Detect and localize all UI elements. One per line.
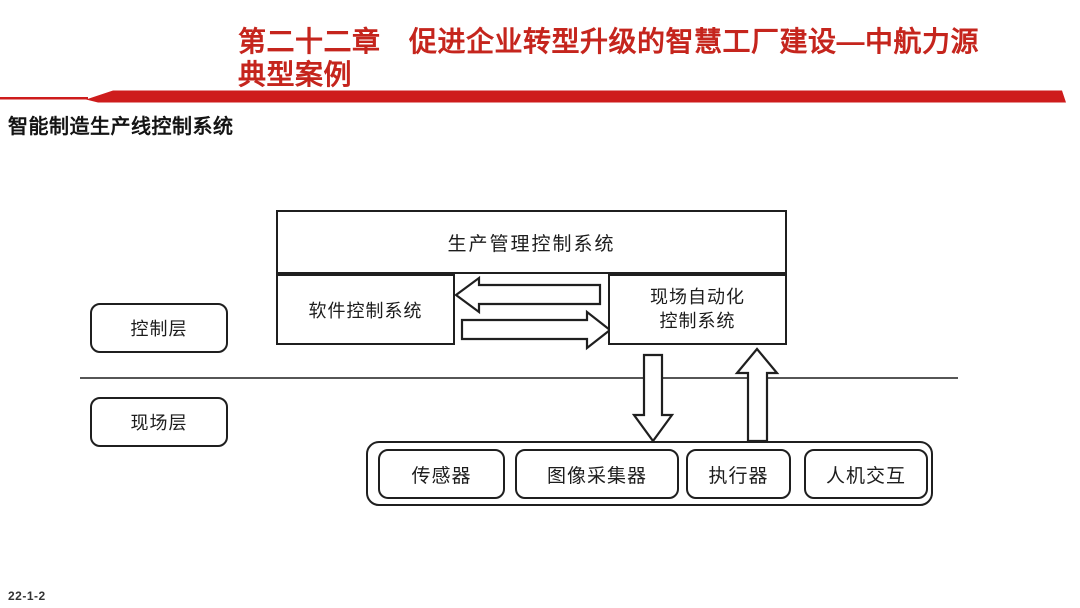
chapter-title: 第二十二章 促进企业转型升级的智慧工厂建设—中航力源 典型案例 xyxy=(238,25,1068,91)
control-layer-box: 控制层 xyxy=(90,303,228,353)
arrow-up-icon xyxy=(734,347,780,443)
chapter-title-line1: 第二十二章 促进企业转型升级的智慧工厂建设—中航力源 xyxy=(238,26,980,57)
page-number: 22-1-2 xyxy=(8,589,46,603)
accent-bar-main xyxy=(86,90,1066,103)
device-box-sensor: 传感器 xyxy=(378,449,505,499)
field-automation-box: 现场自动化 控制系统 xyxy=(608,274,787,345)
slide-subtitle: 智能制造生产线控制系统 xyxy=(8,116,234,138)
accent-bar-thin-line xyxy=(0,97,88,100)
field-layer-box: 现场层 xyxy=(90,397,228,447)
arrow-down-icon xyxy=(631,353,675,443)
device-box-hmi: 人机交互 xyxy=(804,449,928,499)
accent-bar xyxy=(0,90,1066,103)
arrow-right-icon xyxy=(460,309,612,351)
field-automation-label-line1: 现场自动化 xyxy=(650,286,745,308)
device-box-image-collector: 图像采集器 xyxy=(515,449,679,499)
field-automation-label-line2: 控制系统 xyxy=(659,310,736,332)
chapter-title-line2: 典型案例 xyxy=(238,59,353,90)
arrow-left-icon xyxy=(454,275,602,315)
production-management-box: 生产管理控制系统 xyxy=(276,210,787,274)
device-box-actuator: 执行器 xyxy=(686,449,791,499)
software-control-box: 软件控制系统 xyxy=(276,274,455,345)
